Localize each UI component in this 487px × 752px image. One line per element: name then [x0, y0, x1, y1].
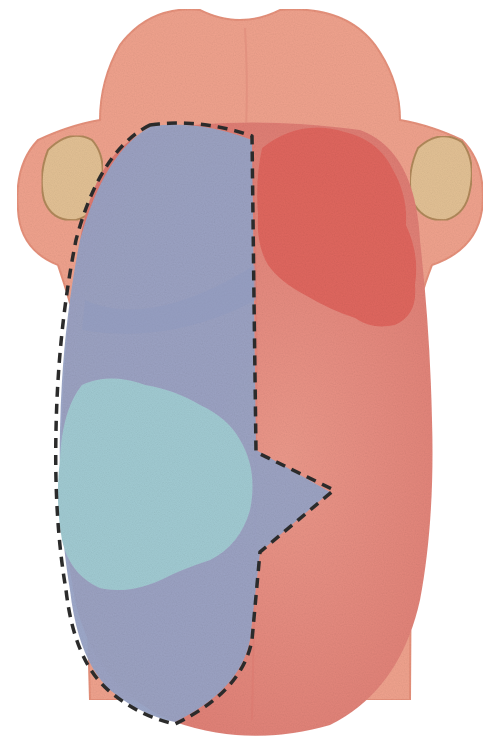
- right-tonsil: [410, 136, 472, 220]
